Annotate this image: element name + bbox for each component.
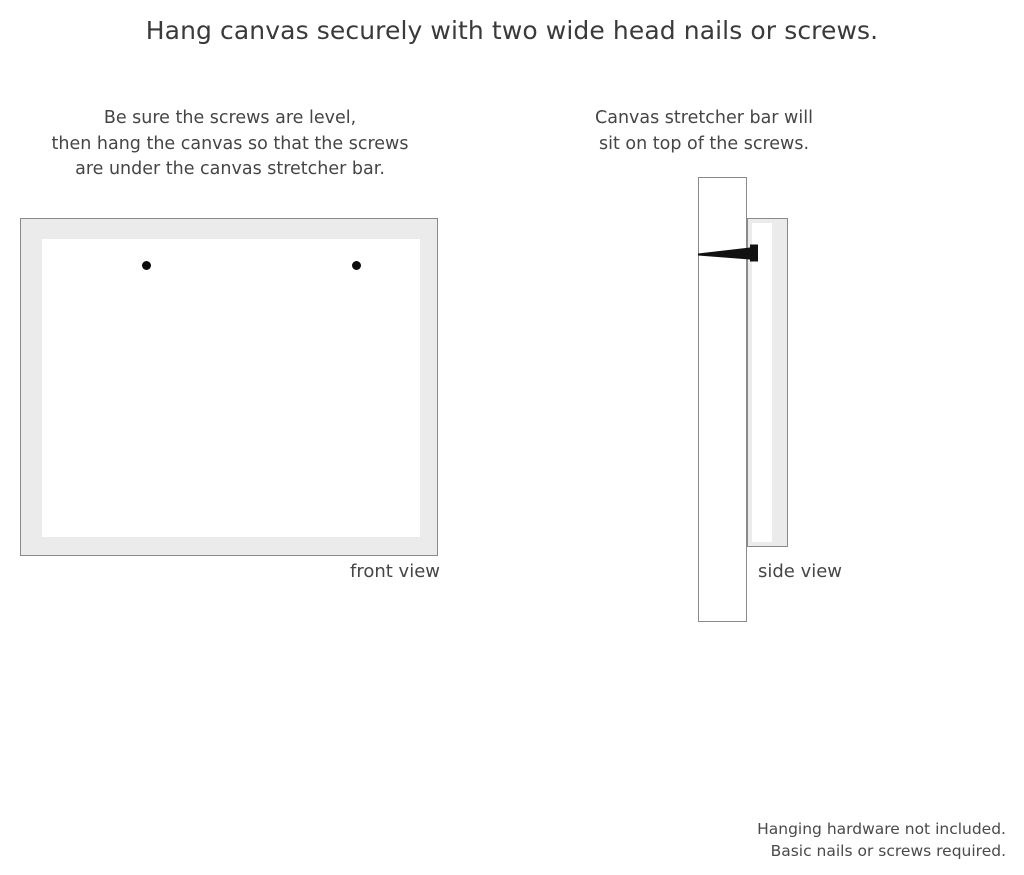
front-view-diagram [20,218,440,558]
front-view-caption-line-2: then hang the canvas so that the screws [51,133,409,154]
footer-note-line-2: Basic nails or screws required. [770,842,1006,860]
front-view-caption: Be sure the screws are level, then hang … [20,106,440,183]
side-view-caption-line-2: sit on top of the screws. [598,133,810,154]
page-title: Hang canvas securely with two wide head … [145,16,879,45]
side-view-diagram [698,177,848,623]
canvas-frame-outline [20,218,438,556]
front-view-caption-line-1: Be sure the screws are level, [103,108,357,128]
footer-note-line-1: Hanging hardware not included. [757,820,1006,838]
footer-note: Hanging hardware not included. Basic nai… [604,818,1006,862]
canvas-face [42,239,420,537]
side-view-caption-line-1: Canvas stretcher bar will [595,108,813,128]
side-view-label: side view [757,561,843,582]
screw-side-profile-icon [698,244,758,262]
screw-head-icon-right [352,261,361,270]
screw-head-icon-left [142,261,151,270]
side-view-caption: Canvas stretcher bar will sit on top of … [584,106,824,157]
front-view-label: front view [350,561,440,582]
front-view-caption-line-3: are under the canvas stretcher bar. [75,159,385,179]
canvas-stretcher-bar-inner-face [752,223,772,542]
